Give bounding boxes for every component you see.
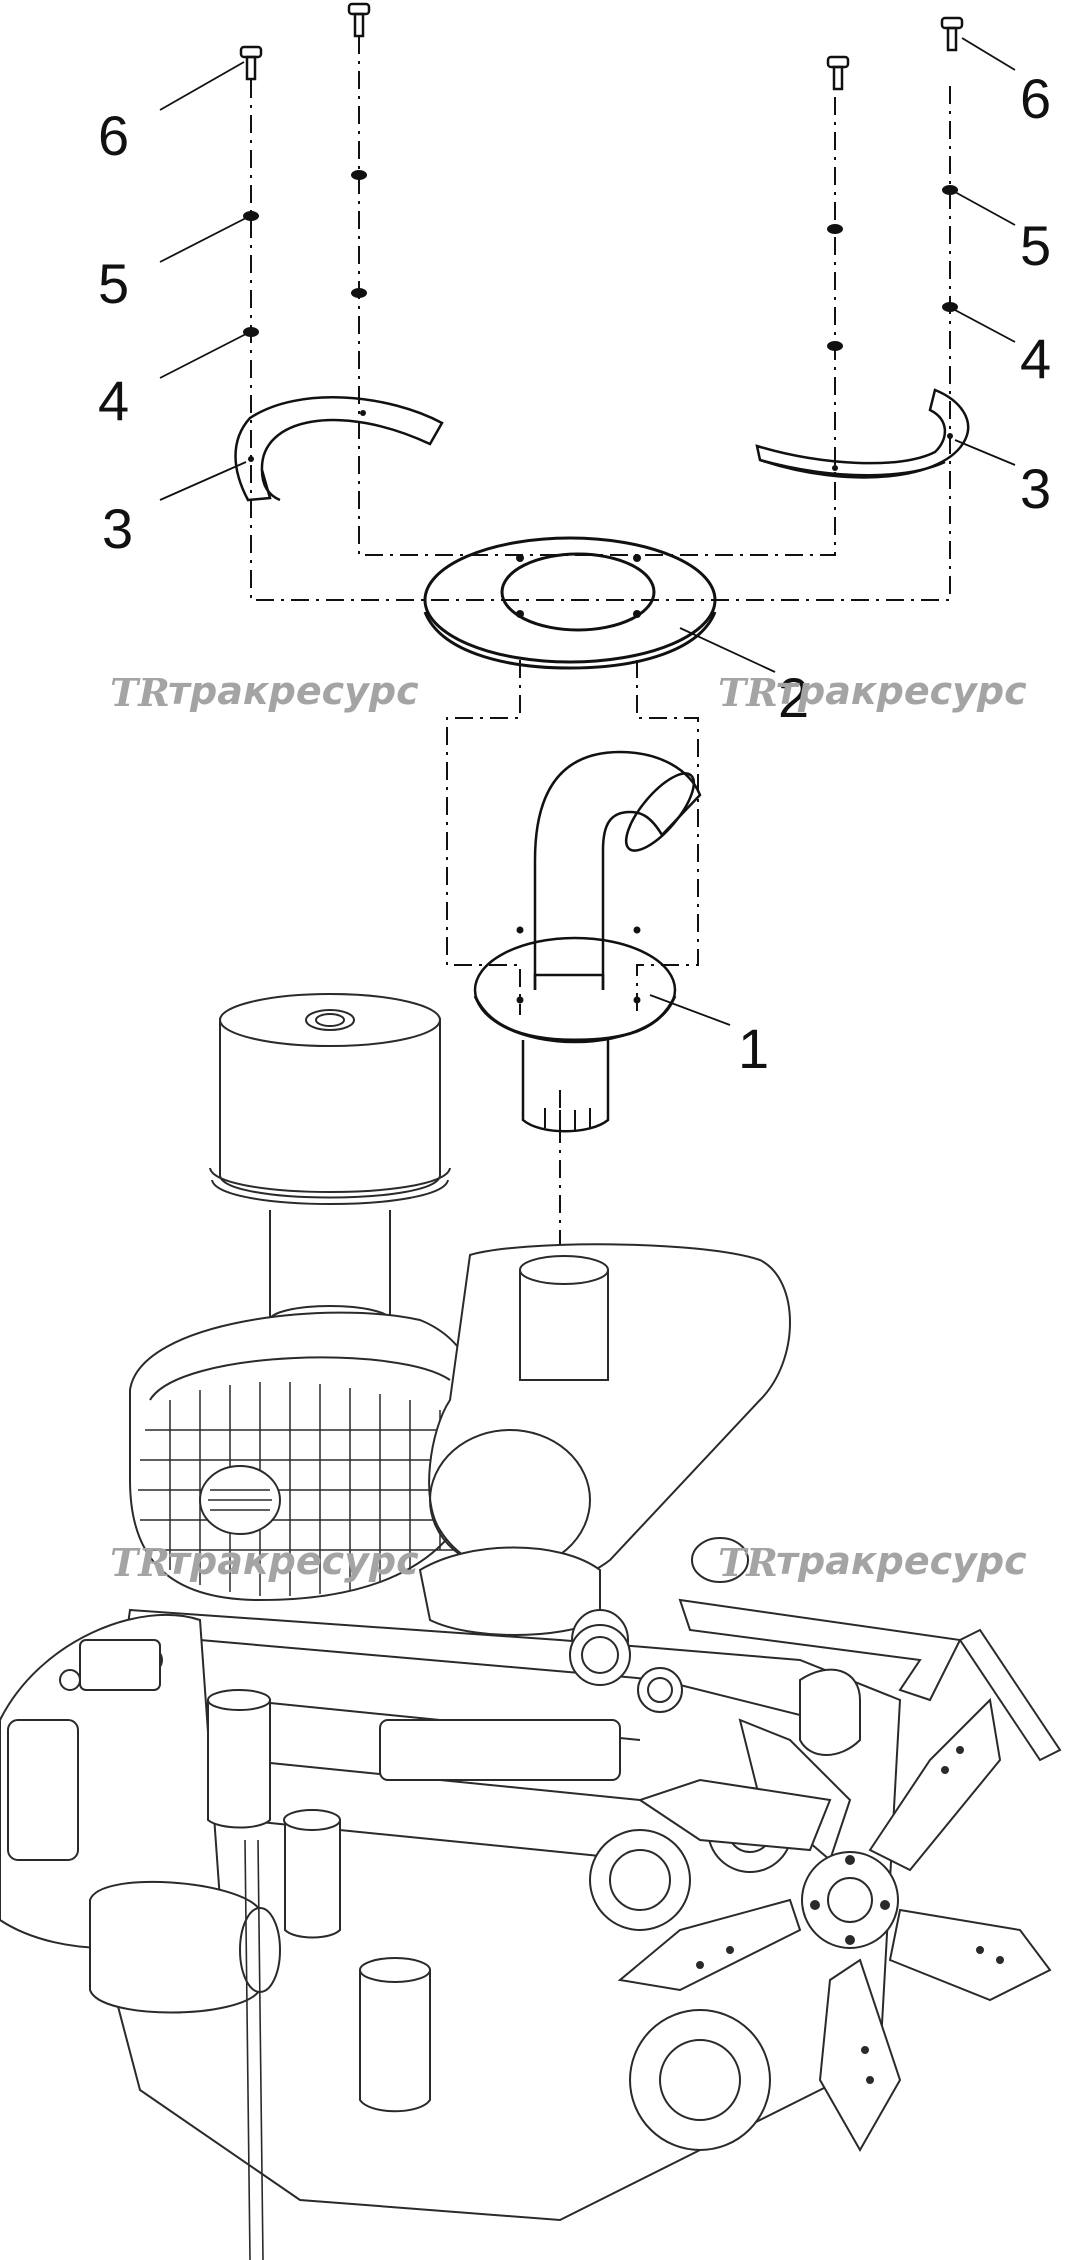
callout-2: 2 xyxy=(778,666,809,729)
svg-text:TR: TR xyxy=(110,1540,170,1585)
washer-5-left-outer xyxy=(243,211,259,221)
bolt-left-outer xyxy=(239,45,263,81)
air-filter xyxy=(209,993,451,1335)
leader-lines xyxy=(159,37,1016,1026)
washer-4-right-inner xyxy=(827,341,843,351)
fan-bracket-arm xyxy=(958,1628,1062,1762)
dipstick xyxy=(244,1839,264,2260)
watermark-bottom-left: TR тракресурс xyxy=(110,1539,419,1585)
washer-5-left-inner xyxy=(351,170,367,180)
svg-text:TR: TR xyxy=(718,1540,778,1585)
watermark-bottom-right: TR тракресурс xyxy=(718,1539,1027,1585)
callout-1: 1 xyxy=(738,1017,769,1080)
washer-5-right-inner xyxy=(827,224,843,234)
cooling-fan xyxy=(617,1697,1052,2153)
washer-5-right-outer xyxy=(942,185,958,195)
washer-4-left-inner xyxy=(351,288,367,298)
thermostat-housing xyxy=(799,1668,861,1756)
callout-6-right: 6 xyxy=(1020,67,1051,130)
watermark-top-left: TR тракресурс xyxy=(110,669,419,715)
bolt-left-inner xyxy=(347,2,371,38)
half-ring-right xyxy=(755,388,970,479)
svg-text:тракресурс: тракресурс xyxy=(776,1539,1027,1583)
svg-text:TR: TR xyxy=(718,670,778,715)
flange-plate xyxy=(423,536,717,670)
washer-4-left-outer xyxy=(243,327,259,337)
callout-5-left: 5 xyxy=(98,252,129,315)
callout-5-right: 5 xyxy=(1020,214,1051,277)
bolt-right-outer xyxy=(940,16,964,52)
flywheel-housing xyxy=(0,1613,222,1949)
callout-6-left: 6 xyxy=(98,104,129,167)
fuel-filters xyxy=(207,1689,431,2113)
svg-text:тракресурс: тракресурс xyxy=(776,669,1027,713)
svg-text:тракресурс: тракресурс xyxy=(168,669,419,713)
washers xyxy=(243,170,958,351)
muffler xyxy=(428,1243,791,1583)
callout-3-right: 3 xyxy=(1020,457,1051,520)
washer-4-right-outer xyxy=(942,302,958,312)
callout-3-left: 3 xyxy=(102,497,133,560)
watermark-top-right: TR тракресурс xyxy=(718,669,1027,715)
callout-4-left: 4 xyxy=(98,369,129,432)
svg-text:тракресурс: тракресурс xyxy=(168,1539,419,1583)
callout-4-right: 4 xyxy=(1020,327,1051,390)
exhaust-elbow-pipe xyxy=(473,750,702,1133)
half-ring-left xyxy=(234,396,444,502)
starter-motor xyxy=(89,1880,281,2014)
bolt-right-inner xyxy=(826,55,850,91)
callout-labels: 6 5 4 3 6 5 4 3 2 1 xyxy=(98,67,1051,1080)
intake-housing xyxy=(129,1311,484,1602)
svg-text:TR: TR xyxy=(110,670,170,715)
engine-illustration xyxy=(0,993,1062,2260)
alternator-pulleys xyxy=(589,1787,793,2151)
